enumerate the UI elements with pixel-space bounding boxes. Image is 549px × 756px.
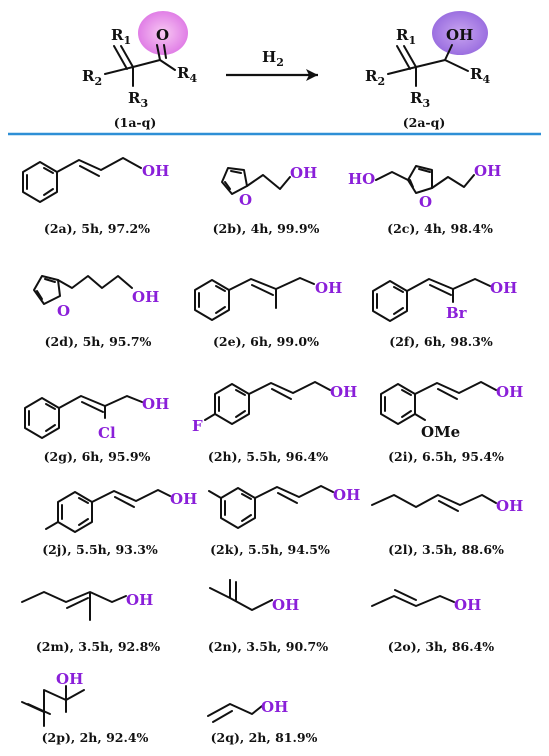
caption-2o: (2o), 3h, 86.4% [388, 639, 495, 654]
caption-2n: (2n), 3.5h, 90.7% [208, 639, 328, 654]
methoxy-label: OMe [421, 423, 460, 441]
caption-2h: (2h), 5.5h, 96.4% [208, 449, 328, 464]
compound-2e: OH (2e), 6h, 99.0% [194, 277, 342, 349]
compound-2b: O OH (2b), 4h, 99.9% [213, 164, 320, 236]
hydroxyl-label: OH [333, 486, 360, 504]
ring-oxygen: O [419, 193, 432, 211]
reaction-arrow: H2 [226, 48, 318, 81]
ring-oxygen: O [239, 191, 252, 209]
fluorine-label: F [192, 417, 203, 435]
caption-2m: (2m), 3.5h, 92.8% [36, 639, 160, 654]
product-substituent-r1: R1 [396, 26, 416, 47]
compound-2f: Br OH (2f), 6h, 98.3% [372, 278, 517, 349]
hydroxyl-label: OH [490, 279, 517, 297]
hydroxyl-label: OH [272, 596, 299, 614]
substituent-r2: R2 [82, 67, 102, 88]
substrate-structure: R1 O R2 R4 R3 (1a-q) [82, 11, 197, 130]
compound-2m: OH (2m), 3.5h, 92.8% [21, 591, 160, 654]
substituent-r4: R4 [177, 64, 197, 85]
hydroxyl-label: OH [142, 162, 169, 180]
carbonyl-highlight [138, 11, 188, 55]
caption-2a: (2a), 5h, 97.2% [44, 221, 150, 236]
compound-2o: OH (2o), 3h, 86.4% [371, 589, 495, 654]
compound-2k: OH (2k), 5.5h, 94.5% [208, 485, 360, 557]
substituent-r1: R1 [111, 26, 131, 47]
caption-2l: (2l), 3.5h, 88.6% [388, 542, 504, 557]
hydroxyl-label-left: HO [348, 170, 375, 188]
caption-2q: (2q), 2h, 81.9% [211, 730, 318, 745]
caption-2g: (2g), 6h, 95.9% [44, 449, 151, 464]
compound-2i: OMe OH (2i), 6.5h, 95.4% [380, 381, 523, 464]
product-substituent-r3: R3 [410, 89, 430, 110]
caption-2b: (2b), 4h, 99.9% [213, 221, 320, 236]
compound-2a: OH (2a), 5h, 97.2% [22, 157, 169, 236]
compound-2h: F OH (2h), 5.5h, 96.4% [192, 381, 357, 464]
hydroxyl-label: OH [454, 596, 481, 614]
product-structure: R1 OH R2 R4 R3 (2a-q) [365, 11, 490, 130]
compound-2c: O HO OH (2c), 4h, 98.4% [348, 162, 501, 236]
ring-oxygen: O [57, 302, 70, 320]
hydroxyl-label: OH [290, 164, 317, 182]
hydroxyl-label: OH [56, 670, 83, 688]
compound-2g: Cl OH (2g), 6h, 95.9% [24, 395, 169, 464]
product-substituent-r4: R4 [470, 65, 490, 86]
compound-2j: OH (2j), 5.5h, 93.3% [42, 489, 197, 557]
hydroxyl-label: OH [142, 395, 169, 413]
product-substituent-r2: R2 [365, 67, 385, 88]
compound-2q: OH (2q), 2h, 81.9% [207, 698, 318, 745]
compound-2p: OH (2p), 2h, 92.4% [21, 670, 149, 745]
carbonyl-oxygen: O [156, 26, 169, 44]
compound-2l: OH (2l), 3.5h, 88.6% [371, 494, 523, 557]
caption-2p: (2p), 2h, 92.4% [42, 730, 149, 745]
hydroxyl-highlight [432, 11, 488, 55]
caption-2f: (2f), 6h, 98.3% [389, 334, 493, 349]
caption-2i: (2i), 6.5h, 95.4% [388, 449, 504, 464]
hydroxyl-label: OH [126, 591, 153, 609]
hydroxyl-label: OH [315, 279, 342, 297]
caption-2c: (2c), 4h, 98.4% [387, 221, 493, 236]
hydroxyl-label: OH [170, 490, 197, 508]
bromine-label: Br [446, 304, 468, 322]
hydroxyl-label: OH [132, 288, 159, 306]
caption-2e: (2e), 6h, 99.0% [213, 334, 319, 349]
caption-2k: (2k), 5.5h, 94.5% [210, 542, 330, 557]
caption-2j: (2j), 5.5h, 93.3% [42, 542, 158, 557]
chlorine-label: Cl [98, 424, 116, 442]
hydroxyl-label: OH [330, 383, 357, 401]
product-caption: (2a-q) [403, 115, 446, 130]
hydroxyl-label: OH [496, 383, 523, 401]
hydroxyl-label: OH [474, 162, 501, 180]
product-hydroxyl: OH [446, 26, 473, 44]
reagent-label: H2 [262, 48, 284, 69]
substituent-r3: R3 [128, 89, 148, 110]
caption-2d: (2d), 5h, 95.7% [45, 334, 152, 349]
hydroxyl-label: OH [496, 497, 523, 515]
compound-2n: OH (2n), 3.5h, 90.7% [208, 579, 328, 654]
compound-2d: O OH (2d), 5h, 95.7% [33, 275, 159, 349]
hydroxyl-label: OH [261, 698, 288, 716]
substrate-caption: (1a-q) [114, 115, 157, 130]
